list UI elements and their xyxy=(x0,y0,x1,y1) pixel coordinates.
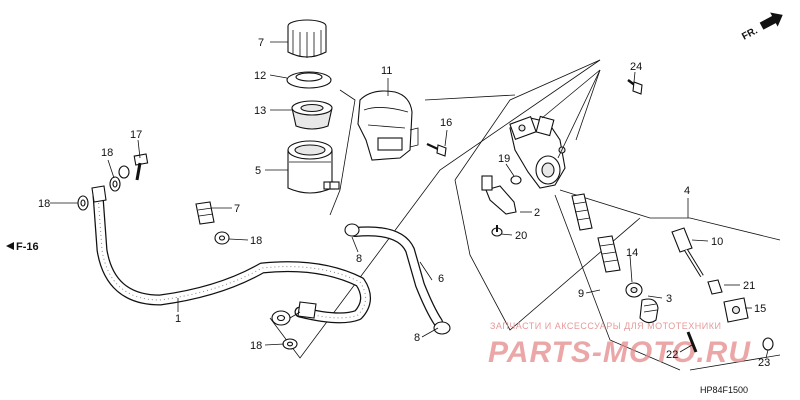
callout-4: 4 xyxy=(684,185,690,197)
callout-7: 7 xyxy=(234,203,240,215)
reservoir-diaphragm[interactable] xyxy=(291,100,333,130)
callout-1: 1 xyxy=(175,313,181,325)
master-cylinder-body[interactable] xyxy=(509,115,566,189)
callout-11: 11 xyxy=(381,65,392,77)
spring-nut[interactable] xyxy=(118,165,130,179)
callout-8: 8 xyxy=(414,332,420,344)
callouts: 7 12 13 5 11 16 17 18 18 7 18 1 18 8 6 8… xyxy=(38,37,770,369)
callout-24: 24 xyxy=(630,61,642,73)
leader-lines xyxy=(50,41,769,359)
watermark: ЗАПЧАСТИ И АКСЕССУАРЫ ДЛЯ МОТОТЕХНИКИ PA… xyxy=(488,321,751,369)
reservoir-plate[interactable] xyxy=(286,71,332,89)
watermark-caption: ЗАПЧАСТИ И АКСЕССУАРЫ ДЛЯ МОТОТЕХНИКИ xyxy=(490,321,721,331)
washer-18c[interactable] xyxy=(282,338,298,350)
callout-6: 6 xyxy=(438,273,444,285)
assembly-outlines xyxy=(269,59,781,371)
clip-23[interactable] xyxy=(762,337,774,351)
boot-3[interactable] xyxy=(639,298,659,324)
direction-marker: FR. xyxy=(740,12,783,43)
callout-18: 18 xyxy=(101,147,113,159)
callout-13: 13 xyxy=(254,105,266,117)
callout-14: 14 xyxy=(626,247,638,259)
watermark-brand: PARTS-MOTO.RU xyxy=(488,336,751,369)
callout-18: 18 xyxy=(250,235,262,247)
reservoir-cap[interactable] xyxy=(287,19,327,58)
callout-9: 9 xyxy=(578,288,584,300)
diagram-code: HP84F1500 xyxy=(700,385,748,395)
callout-21: 21 xyxy=(743,280,755,292)
push-rod-10[interactable] xyxy=(671,227,704,278)
screw-20[interactable] xyxy=(491,225,503,237)
callout-23: 23 xyxy=(758,357,770,369)
callout-18: 18 xyxy=(38,198,50,210)
fitting-7[interactable] xyxy=(195,201,215,225)
callout-15: 15 xyxy=(754,303,766,315)
piston-set[interactable] xyxy=(571,193,621,273)
part-14[interactable] xyxy=(625,282,643,298)
callout-16: 16 xyxy=(440,117,452,129)
f16-label: F-16 xyxy=(16,241,39,253)
reference-marker: F-16 xyxy=(6,241,39,253)
bolt-16[interactable] xyxy=(426,143,447,157)
o-ring-19[interactable] xyxy=(510,175,522,185)
callout-7: 7 xyxy=(258,37,264,49)
reservoir-tank[interactable] xyxy=(287,140,340,194)
nut-21[interactable] xyxy=(707,279,723,295)
bolt-17[interactable] xyxy=(133,153,149,181)
reservoir-cover[interactable] xyxy=(357,90,419,161)
joint-15[interactable] xyxy=(723,297,749,323)
fr-label: FR. xyxy=(740,25,760,42)
pin-22[interactable] xyxy=(686,331,698,353)
callout-3: 3 xyxy=(666,293,672,305)
brake-hose[interactable] xyxy=(91,185,371,326)
callout-18: 18 xyxy=(250,340,262,352)
callout-5: 5 xyxy=(255,165,261,177)
callout-20: 20 xyxy=(515,230,527,242)
washer-18a[interactable] xyxy=(109,176,121,192)
callout-12: 12 xyxy=(254,70,266,82)
bolt-24[interactable] xyxy=(627,79,643,95)
callout-8: 8 xyxy=(356,253,362,265)
callout-22: 22 xyxy=(666,349,678,361)
hose-joint-2[interactable] xyxy=(481,175,517,215)
reservoir-hose[interactable] xyxy=(344,223,451,335)
callout-19: 19 xyxy=(498,153,510,165)
washer-18d[interactable] xyxy=(214,231,230,245)
washer-18b[interactable] xyxy=(77,195,89,211)
callout-17: 17 xyxy=(130,129,142,141)
callout-10: 10 xyxy=(711,236,723,248)
callout-2: 2 xyxy=(534,207,540,219)
